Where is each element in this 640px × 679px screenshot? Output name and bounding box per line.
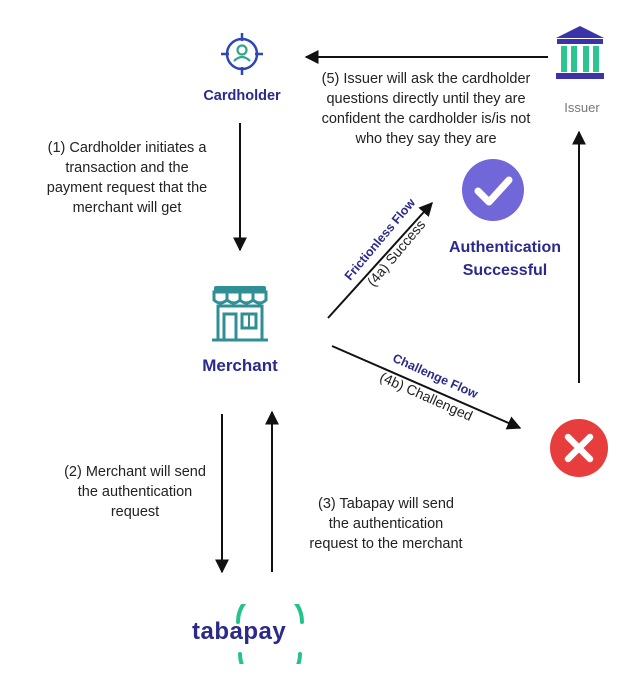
auth-success-line-1: Authentication — [449, 239, 561, 256]
step-2-text: (2) Merchant will send the authenticatio… — [50, 462, 220, 522]
tabapay-arc-icon — [236, 604, 304, 664]
step-1-line-1: (1) Cardholder initiates a — [47, 140, 207, 156]
authentication-successful-label: Authentication Successful — [430, 236, 580, 282]
step-5-line-1: (5) Issuer will ask the cardholder — [321, 71, 531, 87]
step-2-line-2: the authentication — [77, 484, 193, 500]
step-5-line-2: questions directly until they are — [326, 91, 526, 107]
user-target-icon — [218, 30, 266, 78]
arrow-merchant-to-success — [327, 201, 433, 319]
tabapay-logo-text-2: pay — [243, 618, 287, 645]
step-3-line-3: request to the merchant — [309, 536, 463, 552]
step-3-line-1: (3) Tabapay will send — [318, 496, 454, 512]
step-3-line-2: the authentication — [328, 516, 444, 532]
step-5-text: (5) Issuer will ask the cardholder quest… — [292, 69, 560, 149]
cardholder-label: Cardholder — [203, 88, 281, 104]
step-2-line-3: request — [110, 504, 160, 520]
step-1-line-4: merchant will get — [72, 200, 182, 216]
tabapay-logo: tabapay — [186, 604, 316, 664]
step-1-text: (1) Cardholder initiates a transaction a… — [22, 138, 232, 218]
auth-success-line-2: Successful — [462, 262, 548, 279]
x-circle-icon — [549, 418, 609, 478]
issuer-label: Issuer — [564, 100, 600, 115]
step-5-line-3: confident the cardholder is/is not — [321, 111, 531, 127]
step-1-line-3: payment request that the — [46, 180, 208, 196]
step-2-line-1: (2) Merchant will send — [64, 464, 206, 480]
tabapay-logo-text-1: taba — [192, 618, 244, 645]
bank-icon — [552, 22, 608, 82]
check-circle-icon — [461, 158, 525, 222]
storefront-icon — [208, 282, 272, 346]
step-3-text: (3) Tabapay will send the authentication… — [290, 494, 482, 554]
step-5-line-4: who they say they are — [355, 131, 497, 147]
arrow-merchant-to-challenge — [331, 345, 522, 430]
merchant-label: Merchant — [202, 356, 278, 375]
step-1-line-2: transaction and the — [65, 160, 189, 176]
